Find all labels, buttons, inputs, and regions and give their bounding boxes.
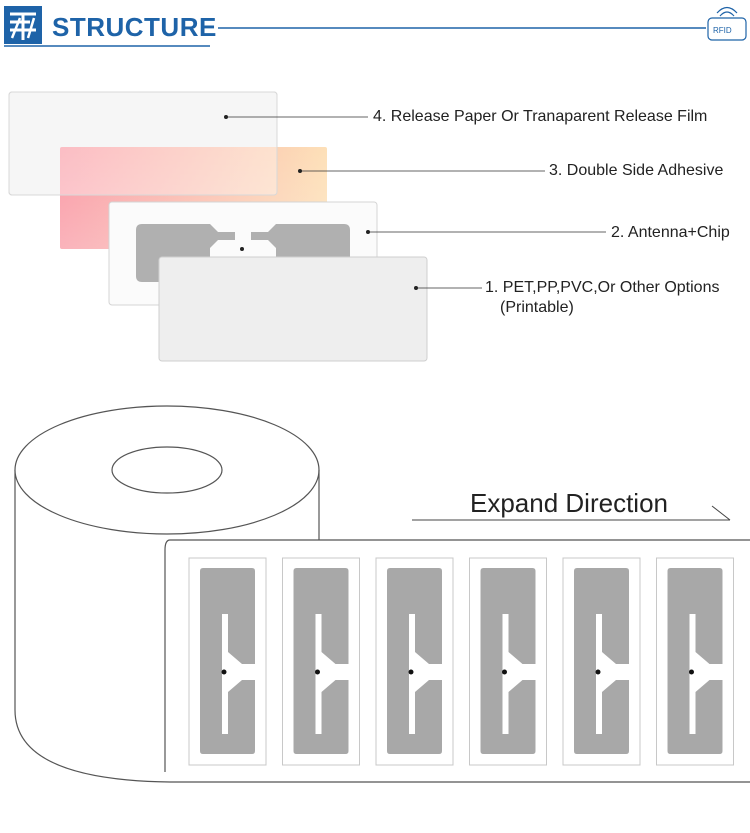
- rfid-tag: [656, 557, 734, 766]
- layer-1-sublabel: (Printable): [500, 299, 574, 316]
- rfid-tag: [282, 557, 360, 766]
- layer-3-label: 3. Double Side Adhesive: [549, 162, 724, 179]
- label-roll: [14, 405, 320, 783]
- brand-logo: [4, 6, 42, 44]
- expand-arrow: [412, 505, 731, 521]
- page-title: STRUCTURE: [52, 12, 217, 42]
- label-strip: [164, 539, 750, 783]
- rfid-badge-label: RFID: [713, 26, 732, 35]
- rfid-badge-icon: [707, 6, 747, 41]
- layer-1-label: 1. PET,PP,PVC,Or Other Options: [485, 279, 720, 296]
- layer-4-label: 4. Release Paper Or Tranaparent Release …: [373, 108, 708, 125]
- face-stock-layer: [158, 256, 428, 362]
- rfid-tag: [375, 557, 454, 766]
- rfid-tag: [188, 557, 267, 766]
- expand-direction-label: Expand Direction: [470, 488, 668, 518]
- layer-2-label: 2. Antenna+Chip: [611, 224, 730, 241]
- leader-lines: [226, 116, 606, 289]
- rfid-tag: [562, 557, 641, 766]
- rfid-tag: [469, 557, 547, 766]
